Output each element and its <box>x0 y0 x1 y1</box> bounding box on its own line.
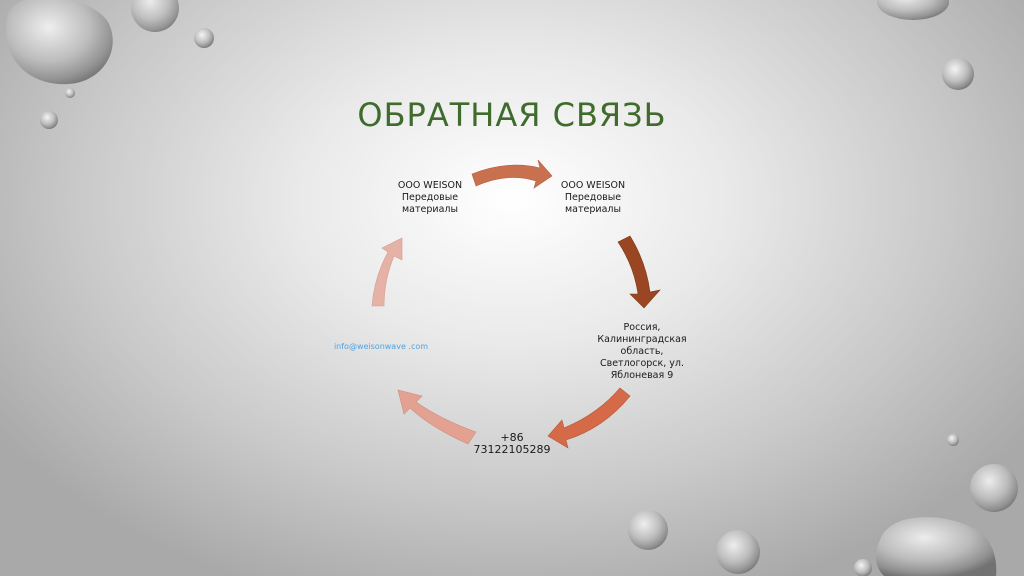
drop-top-right <box>877 0 974 90</box>
node-address-line-2: Калининградская <box>597 334 687 345</box>
arrow-right <box>617 235 661 309</box>
node-address-line-1: Россия, <box>623 322 661 333</box>
node-company-left-line-3: материалы <box>402 204 458 215</box>
node-email-link[interactable]: info@weisonwave .com <box>326 342 436 351</box>
node-company-left-line-1: ООО WEISON <box>397 180 463 191</box>
node-address-line-4: Светлогорск, ул. <box>599 358 685 369</box>
node-company-right-line-1: ООО WEISON <box>560 180 626 191</box>
drop-bottom-right <box>854 434 1018 576</box>
node-phone-line-1: +86 <box>500 431 524 444</box>
node-company-right-line-3: материалы <box>565 204 621 215</box>
arrow-top <box>471 159 553 189</box>
node-email-line-1[interactable]: info@weisonwave <box>333 342 406 351</box>
node-company-left-line-2: Передовые <box>401 192 459 203</box>
arrow-left <box>371 237 403 307</box>
arrow-bottom-right <box>547 387 631 449</box>
node-phone-line-2: 73122105289 <box>473 443 551 456</box>
node-phone: +86 73122105289 <box>456 432 568 456</box>
arrow-bottom-left <box>397 389 477 445</box>
node-email-line-2[interactable]: .com <box>408 342 429 351</box>
drop-top-left-large <box>6 0 113 85</box>
drop-top-left-small <box>40 0 214 129</box>
node-company-left: ООО WEISON Передовые материалы <box>380 180 480 216</box>
node-company-right-line-2: Передовые <box>564 192 622 203</box>
node-company-right: ООО WEISON Передовые материалы <box>540 180 646 216</box>
node-address-line-3: область, <box>620 346 664 357</box>
drop-bottom-center <box>628 510 760 574</box>
page-title: ОБРАТНАЯ СВЯЗЬ <box>357 96 667 134</box>
node-address: Россия, Калининградская область, Светлог… <box>586 322 698 382</box>
node-address-line-5: Яблоневая 9 <box>610 370 674 381</box>
